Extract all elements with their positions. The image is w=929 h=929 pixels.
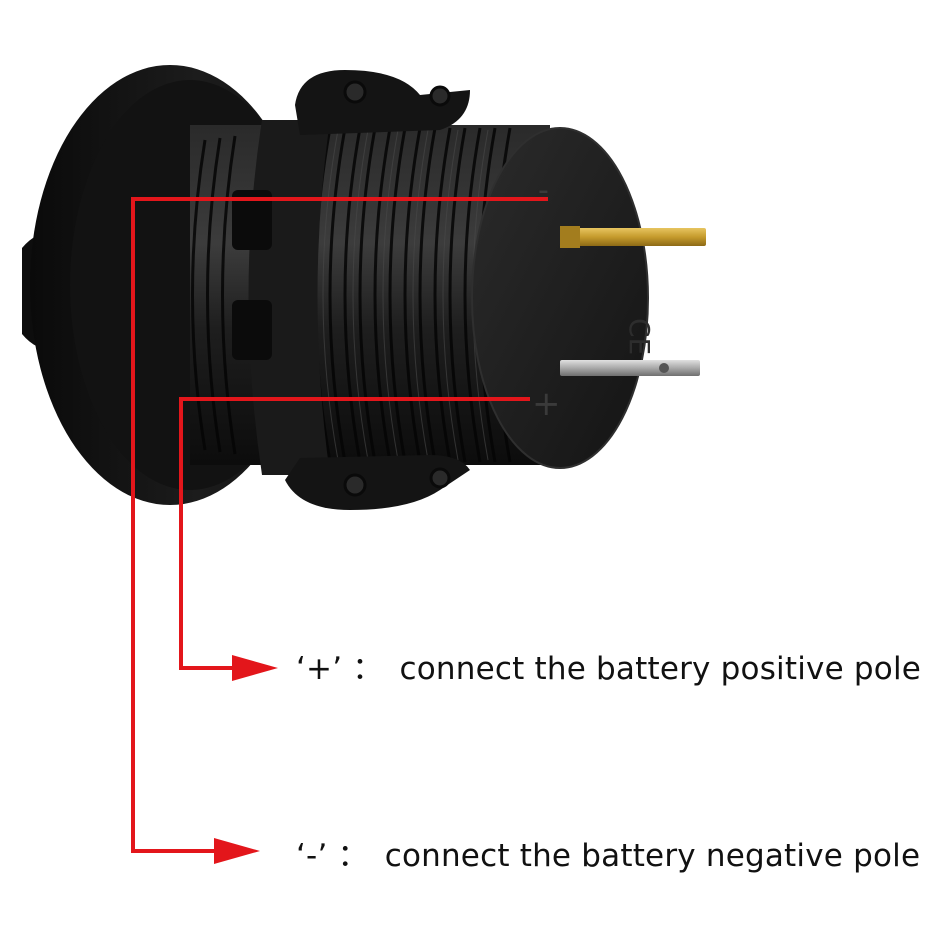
positive-description: connect the battery positive pole — [399, 651, 922, 687]
callout-lines — [131, 197, 548, 853]
positive-symbol: ‘+’ — [296, 651, 343, 687]
negative-pole-label: ‘-’ ： connect the battery negative pole — [296, 836, 920, 876]
minus-mark: - — [538, 173, 549, 208]
positive-separator: ： — [352, 651, 384, 687]
positive-arrowhead — [232, 655, 278, 681]
ce-mark: CE — [623, 318, 656, 355]
negative-description: connect the battery negative pole — [384, 838, 921, 874]
negative-separator: ： — [337, 838, 369, 874]
negative-symbol: ‘-’ — [296, 838, 328, 874]
socket-rear-face: CE — [471, 127, 656, 469]
negative-terminal: - — [538, 173, 706, 248]
plus-mark: + — [532, 384, 561, 424]
positive-terminal: + — [532, 360, 700, 424]
positive-pole-label: ‘+’： connect the battery positive pole — [296, 649, 921, 689]
positive-callout-line — [179, 397, 530, 670]
locking-nut — [232, 70, 470, 510]
negative-callout-line — [131, 197, 548, 853]
negative-arrowhead — [214, 838, 260, 864]
